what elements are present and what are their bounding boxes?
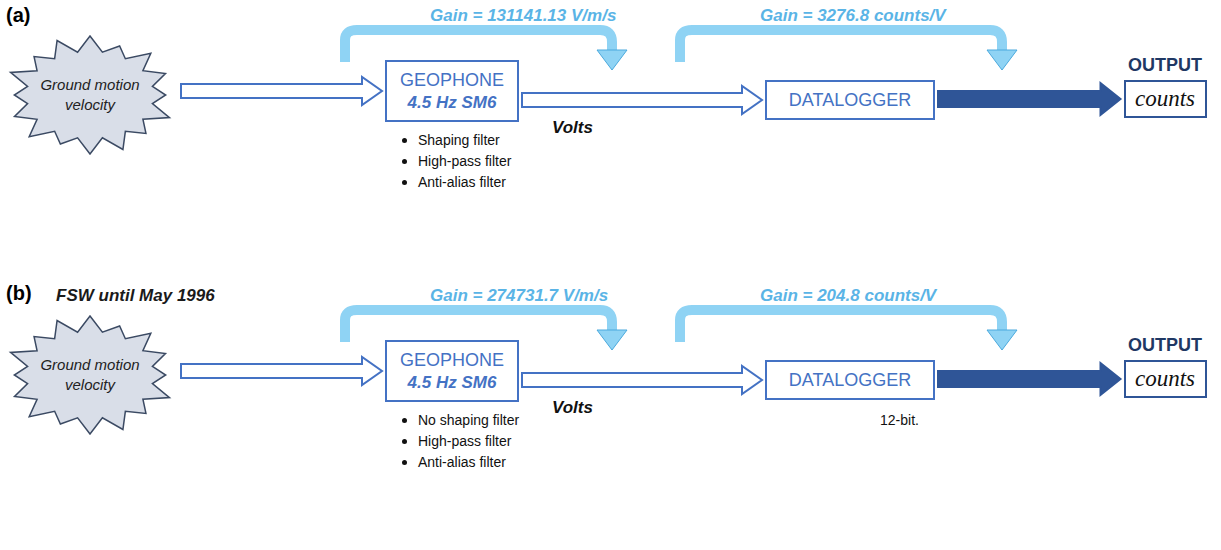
device-model: 4.5 Hz SM6: [408, 372, 497, 394]
output-box: OUTPUTcounts: [1124, 80, 1207, 118]
device-name: DATALOGGER: [789, 370, 911, 391]
solid-arrow: [938, 83, 1121, 115]
ground-motion-burst: Ground motion velocity: [2, 314, 178, 436]
input-label: Ground motion velocity: [34, 75, 146, 115]
filter-item: No shaping filter: [400, 412, 519, 428]
device-name: DATALOGGER: [789, 90, 911, 111]
period-note: FSW until May 1996: [56, 286, 215, 306]
filter-item: Anti-alias filter: [400, 174, 506, 190]
bullet-dot: [402, 439, 407, 444]
hollow-arrow: [181, 357, 382, 385]
gain-label: Gain = 131141.13 V/m/s: [430, 6, 616, 26]
output-unit: counts: [1135, 86, 1195, 112]
filter-item: High-pass filter: [400, 433, 511, 449]
gain-label: Gain = 3276.8 counts/V: [760, 6, 946, 26]
bullet-dot: [402, 460, 407, 465]
filter-item: Shaping filter: [400, 132, 500, 148]
solid-arrow: [938, 363, 1121, 395]
starburst-shape: [11, 316, 170, 434]
datalogger-box: DATALOGGER: [765, 360, 935, 400]
geophone-box: GEOPHONE4.5 Hz SM6: [385, 340, 519, 402]
signal-label: Volts: [550, 398, 595, 418]
resolution-note: 12-bit.: [880, 412, 919, 428]
gain-label: Gain = 274731.7 V/m/s: [430, 286, 608, 306]
panel-tag: (a): [6, 4, 30, 27]
filter-item: High-pass filter: [400, 153, 511, 169]
device-name: GEOPHONE: [400, 348, 504, 372]
output-heading: OUTPUT: [1128, 55, 1202, 76]
device-model: 4.5 Hz SM6: [408, 92, 497, 114]
output-heading: OUTPUT: [1128, 335, 1202, 356]
input-label: Ground motion velocity: [34, 355, 146, 395]
bullet-dot: [402, 138, 407, 143]
hollow-arrow: [522, 86, 762, 114]
gain-bracket: [345, 30, 1002, 342]
filter-item: Anti-alias filter: [400, 454, 506, 470]
output-box: OUTPUTcounts: [1124, 360, 1207, 398]
starburst-outline: [2, 34, 178, 156]
bullet-dot: [402, 418, 407, 423]
bullet-dot: [402, 180, 407, 185]
output-unit: counts: [1135, 366, 1195, 392]
hollow-arrow: [522, 366, 762, 394]
gain-label: Gain = 204.8 counts/V: [760, 286, 936, 306]
bullet-dot: [402, 159, 407, 164]
panel-tag: (b): [6, 282, 32, 305]
signal-label: Volts: [550, 118, 595, 138]
starburst-outline: [2, 314, 178, 436]
datalogger-box: DATALOGGER: [765, 80, 935, 120]
starburst-shape: [11, 36, 170, 154]
ground-motion-burst: Ground motion velocity: [2, 34, 178, 156]
geophone-box: GEOPHONE4.5 Hz SM6: [385, 60, 519, 122]
device-name: GEOPHONE: [400, 68, 504, 92]
hollow-arrow: [181, 77, 382, 105]
